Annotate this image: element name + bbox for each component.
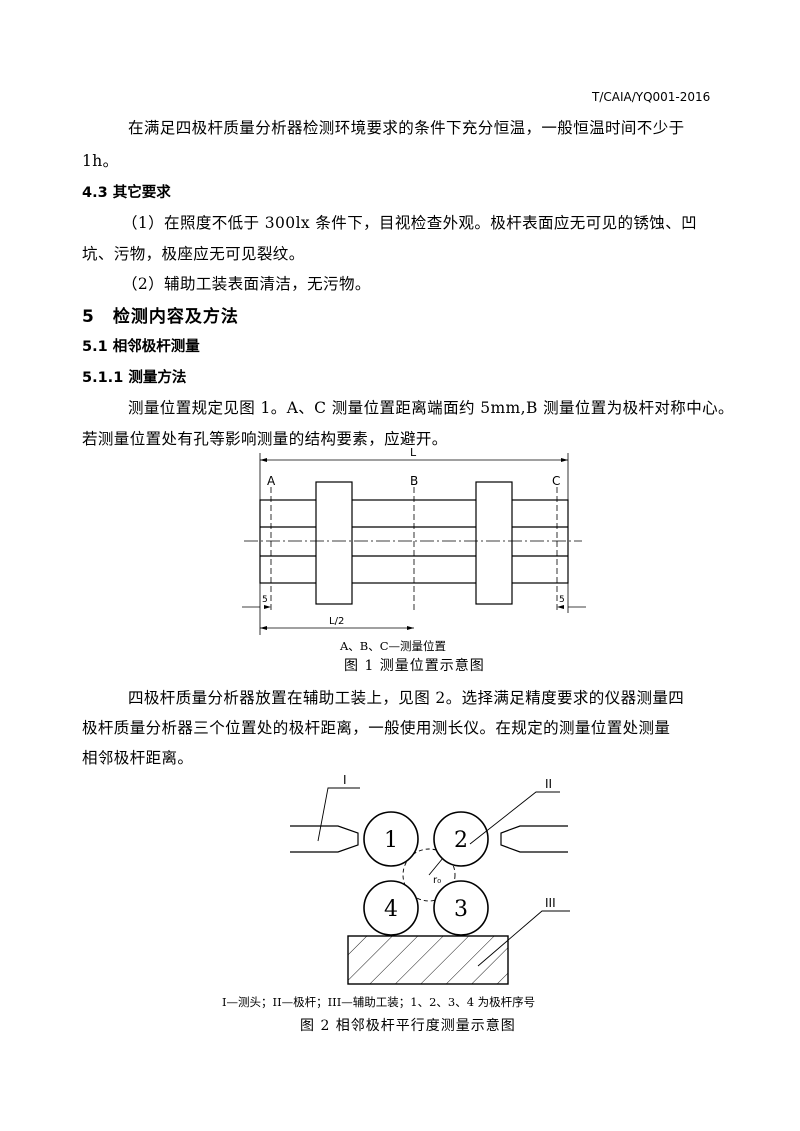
rod-1 xyxy=(363,811,419,867)
rod-number-4: 4 xyxy=(384,897,398,922)
paragraph-line: 若测量位置处有孔等影响测量的结构要素，应避开。 xyxy=(82,430,448,448)
section-heading-4-3: 4.3 其它要求 xyxy=(82,185,171,201)
right-flange xyxy=(475,481,513,605)
figure-2-caption: 图 2 相邻极杆平行度测量示意图 xyxy=(300,1018,516,1034)
label-ii: II xyxy=(545,777,552,791)
figure-1-caption: 图 1 测量位置示意图 xyxy=(344,658,485,674)
figure-2-legend: I—测头；II—极杆；III—辅助工装；1、2、3、4 为极杆序号 xyxy=(222,995,536,1009)
left-probe xyxy=(290,825,359,853)
dim-label-l: L xyxy=(410,446,417,459)
rod-number-1: 1 xyxy=(384,828,398,853)
rod-3 xyxy=(433,880,489,936)
figure-2-parallelism: I II III r₀ 1 2 4 3 xyxy=(290,773,570,985)
paragraph-line: 1h。 xyxy=(82,152,119,170)
left-flange xyxy=(315,481,353,605)
label-i: I xyxy=(343,773,347,787)
label-b: B xyxy=(410,474,418,488)
section-heading-5: 5 检测内容及方法 xyxy=(82,307,239,327)
figure-1-measurement-positions: L A B C 5 5 L/2 xyxy=(242,446,586,635)
paragraph-line: （2）辅助工装表面清洁，无污物。 xyxy=(122,275,371,293)
paragraph-line: 坑、污物，极座应无可见裂纹。 xyxy=(82,245,305,263)
rod-2 xyxy=(433,811,489,867)
right-probe xyxy=(500,825,568,853)
rod-number-3: 3 xyxy=(454,897,468,922)
label-a: A xyxy=(267,474,276,488)
label-r0: r₀ xyxy=(433,875,441,886)
document-id: T/CAIA/YQ001-2016 xyxy=(592,90,711,104)
label-c: C xyxy=(552,474,560,488)
paragraph-line: 测量位置规定见图 1。A、C 测量位置距离端面约 5mm,B 测量位置为极杆对称… xyxy=(128,399,734,417)
dim-label-5-right: 5 xyxy=(559,595,565,605)
inscribed-circle xyxy=(402,848,456,902)
label-iii: III xyxy=(545,896,556,910)
section-heading-5-1: 5.1 相邻极杆测量 xyxy=(82,339,200,355)
rod-number-2: 2 xyxy=(454,828,468,853)
figure-1-legend: A、B、C—测量位置 xyxy=(340,639,447,653)
paragraph-line: 在满足四极杆质量分析器检测环境要求的条件下充分恒温，一般恒温时间不少于 xyxy=(128,119,685,137)
paragraph-line: 极杆质量分析器三个位置处的极杆距离，一般使用测长仪。在规定的测量位置处测量 xyxy=(82,719,671,737)
paragraph-line: （1）在照度不低于 300lx 条件下，目视检查外观。极杆表面应无可见的锈蚀、凹 xyxy=(122,214,698,232)
rod-4 xyxy=(363,880,419,936)
auxiliary-fixture xyxy=(347,935,509,985)
paragraph-line: 相邻极杆距离。 xyxy=(82,749,194,767)
dim-label-5-left: 5 xyxy=(262,595,268,605)
radius-line xyxy=(428,857,444,876)
section-heading-5-1-1: 5.1.1 测量方法 xyxy=(82,370,187,386)
dim-label-l-half: L/2 xyxy=(329,616,344,627)
paragraph-line: 四极杆质量分析器放置在辅助工装上，见图 2。选择满足精度要求的仪器测量四 xyxy=(128,689,685,707)
